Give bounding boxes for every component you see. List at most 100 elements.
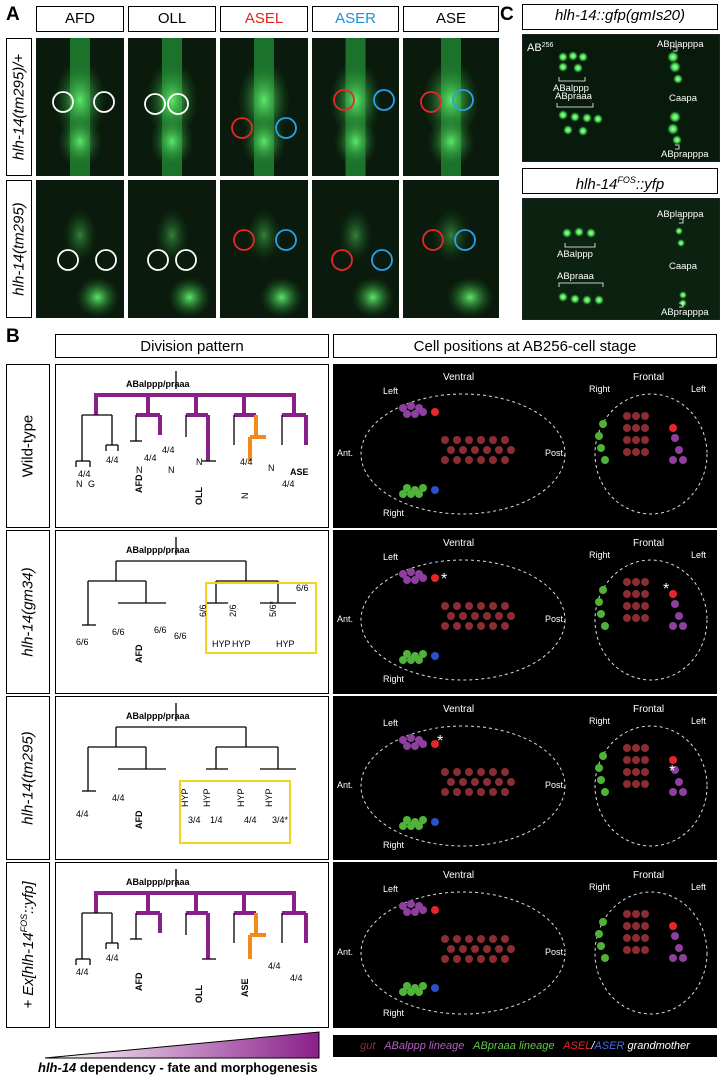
tree-root-0: ABalppp/praaa [126,379,191,389]
tree-label-3-5: 4/4 [268,961,281,971]
svg-text:Ant.: Ant. [337,780,353,790]
svg-text:Right: Right [383,840,405,850]
tree-label-1-9: 5/6* [268,600,278,617]
svg-text:Left: Left [691,882,707,892]
panel-letter-a: A [6,4,20,25]
svg-text:*: * [663,581,669,598]
svg-text:Left: Left [691,550,707,560]
legend-asel: ASEL [563,1040,592,1052]
row-label-text-1: hlh-14(gm34) [19,567,37,657]
micrograph-r1-c0 [36,180,124,318]
tree-label-3-0: 4/4 [76,967,89,977]
tree-label-0-7: 4/4 [162,445,175,455]
svg-text:Left: Left [691,384,707,394]
tree-label-3-6: 4/4 [290,973,303,983]
tree-root-3: ABalppp/praaa [126,877,191,887]
panel-a-header-asel: ASEL [220,6,308,32]
micrograph-svg-r0-c2 [231,38,297,176]
micrograph-svg-r1-c1 [147,207,212,318]
svg-text:Right: Right [383,674,405,684]
tree-label-3-3: OLL [194,985,204,1003]
panel-a-row-label-hom: hlh-14(tm295) [6,180,32,318]
legend-abalppp: ABalppp lineage [384,1040,465,1052]
tree-label-1-8: HYP [232,639,251,649]
panel-c-micrograph-2-svg: ABalppp ABpraaa ABplapppa Caapa ABprappp… [557,209,709,318]
micrograph-r0-c4 [403,38,499,176]
label-abpraaa: ABpraaa [555,91,593,102]
tree-label-2-9: HYP [264,788,274,807]
panel-a-header-ase: ASE [403,6,499,32]
tree-label-0-12: N [268,463,275,473]
tree-root-1: ABalppp/praaa [126,545,191,555]
tree-label-2-2: AFD [134,810,144,829]
label-abalppp-2: ABalppp [557,249,593,260]
panel-c-title-2: hlh-14FOS::yfp [522,168,718,194]
micrograph-r1-c2 [220,180,308,318]
svg-text:Right: Right [589,882,611,892]
label-abplapppa-2: ABplapppa [657,209,704,220]
micrograph-r0-c1 [128,38,216,176]
row-label-text-2: hlh-14(tm295) [19,731,37,825]
panel-c-micrograph-1: AB256 ABalppp ABpraaa ABplapppa Caapa AB… [522,34,720,162]
svg-text:Right: Right [383,1008,405,1018]
tree-label-3-4: ASE [240,978,250,997]
svg-text:*: * [437,733,443,750]
tree-label-1-6: HYP [212,639,231,649]
label-abpraaa-2: ABpraaa [557,271,595,282]
micrograph-r1-c1 [128,180,216,318]
tree-label-1-0: 6/6 [76,637,89,647]
legend-gut: gut [360,1040,376,1052]
tree-label-0-1: N [76,479,83,489]
tree-label-0-9: N [196,457,203,467]
tree-svg-2: ABalppp/praaa4/44/4AFDHYP3/4HYP1/4HYP4/4… [76,703,296,844]
svg-text:Ventral: Ventral [443,870,474,881]
svg-text:Post.: Post. [545,947,566,957]
panel-c-micrograph-1-svg: AB256 ABalppp ABpraaa ABplapppa Caapa AB… [527,39,709,160]
stage-label: AB256 [527,42,553,54]
panel-c-title-1: hlh-14::gfp(gmIs20) [522,4,718,30]
panel-letter-c: C [500,4,514,25]
row-label-3: + Ex[hlh-14FOS::yfp] [6,862,50,1028]
tree-label-0-14: ASE [290,467,309,477]
micrograph-svg-r1-c3 [331,207,395,318]
svg-text:Left: Left [383,884,399,894]
svg-text:Right: Right [589,384,611,394]
tree-root-2: ABalppp/praaa [126,711,191,721]
svg-text:Ant.: Ant. [337,614,353,624]
label-caapa-2: Caapa [669,261,698,272]
color-legend: gut ABalppp lineage ABpraaa lineage ASEL… [333,1035,717,1057]
svg-text:Ant.: Ant. [337,448,353,458]
tree-label-0-8: N [168,465,175,475]
svg-text:Left: Left [383,386,399,396]
svg-text:Right: Right [383,508,405,518]
tree-label-2-1: 4/4 [112,793,125,803]
tree-label-0-13: N [240,493,250,500]
panel-letter-b: B [6,326,20,347]
label-abprapppa-2: ABprapppa [661,307,709,318]
panel-a-row-label-het: hlh-14(tm295)/+ [6,38,32,176]
svg-text:Post.: Post. [545,448,566,458]
svg-text:Frontal: Frontal [633,538,664,549]
svg-text:Post.: Post. [545,614,566,624]
dependency-caption: hlh-14 dependency - fate and morphogenes… [38,1060,318,1075]
tree-label-2-10: 3/4* [272,815,289,825]
tree-label-0-5: N [136,465,143,475]
svg-text:*: * [669,763,675,780]
svg-text:Left: Left [691,716,707,726]
svg-text:Frontal: Frontal [633,372,664,383]
svg-text:Post.: Post. [545,780,566,790]
row-label-text-3: + Ex[hlh-14FOS::yfp] [19,881,37,1009]
panel-a-header-oll: OLL [128,6,216,32]
tree-label-2-3: HYP [180,788,190,807]
tree-label-1-7: 2/6 [228,604,238,617]
row-label-0: Wild-type [6,364,50,528]
micrograph-svg-r0-c3 [329,38,395,176]
